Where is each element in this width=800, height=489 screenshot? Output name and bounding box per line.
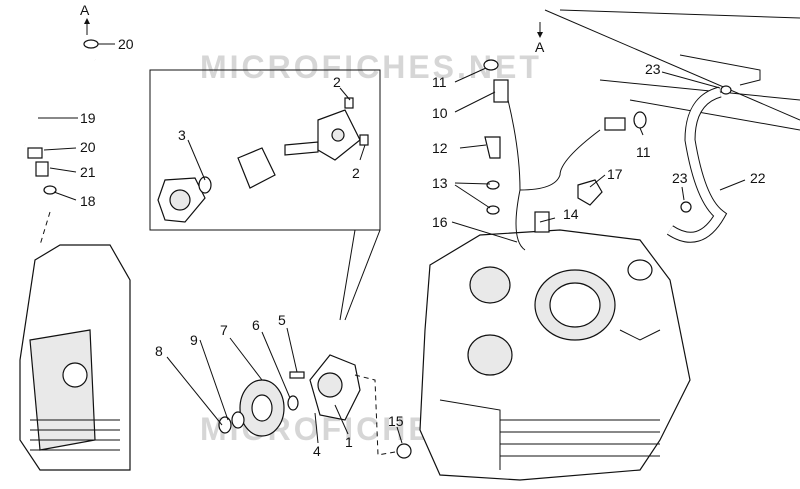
callout-11-right: 11 [636,144,651,160]
callout-5: 5 [278,312,286,328]
arrow-label-a-left: A [80,2,90,18]
pump-gear [218,379,299,437]
callouts: 20 19 20 21 18 2 3 2 11 10 12 13 17 11 2… [80,36,766,459]
callout-12: 12 [432,140,448,156]
leader-lines [38,43,746,444]
callout-3: 3 [178,127,186,143]
callout-4: 4 [313,443,321,459]
frame-lines [544,9,800,131]
callout-20-top: 20 [118,36,134,52]
callout-21: 21 [80,164,96,180]
callout-15: 15 [388,413,404,429]
callout-2-lower: 2 [352,165,360,181]
left-cover [19,211,131,471]
hose-right [666,85,732,243]
watermark-top: MICROFICHES.NET [200,49,542,85]
callout-20-lower: 20 [80,139,96,155]
callout-9: 9 [190,332,198,348]
callout-2-top: 2 [333,74,341,90]
callout-8: 8 [155,343,163,359]
callout-23-top: 23 [645,61,661,77]
callout-11-top: 11 [432,74,447,90]
crankcase [419,229,691,481]
callout-6: 6 [252,317,260,333]
callout-13: 13 [432,175,448,191]
part-15-plug [396,443,412,459]
callout-7: 7 [220,322,228,338]
arrow-a-right: A [535,22,545,55]
callout-16: 16 [432,214,448,230]
callout-14: 14 [563,206,579,222]
hose-left [19,39,100,195]
inset-parts [157,97,369,223]
callout-19: 19 [80,110,96,126]
callout-23-lower: 23 [672,170,688,186]
arrow-a-left: A [80,2,90,35]
callout-1: 1 [345,434,353,450]
callout-10: 10 [432,105,448,121]
inset-box [149,69,381,321]
arrow-label-a-right: A [535,39,545,55]
sensor-cable [483,59,647,251]
callout-18: 18 [80,193,96,209]
oil-pump [289,354,396,456]
callout-22: 22 [750,170,766,186]
callout-17: 17 [607,166,623,182]
